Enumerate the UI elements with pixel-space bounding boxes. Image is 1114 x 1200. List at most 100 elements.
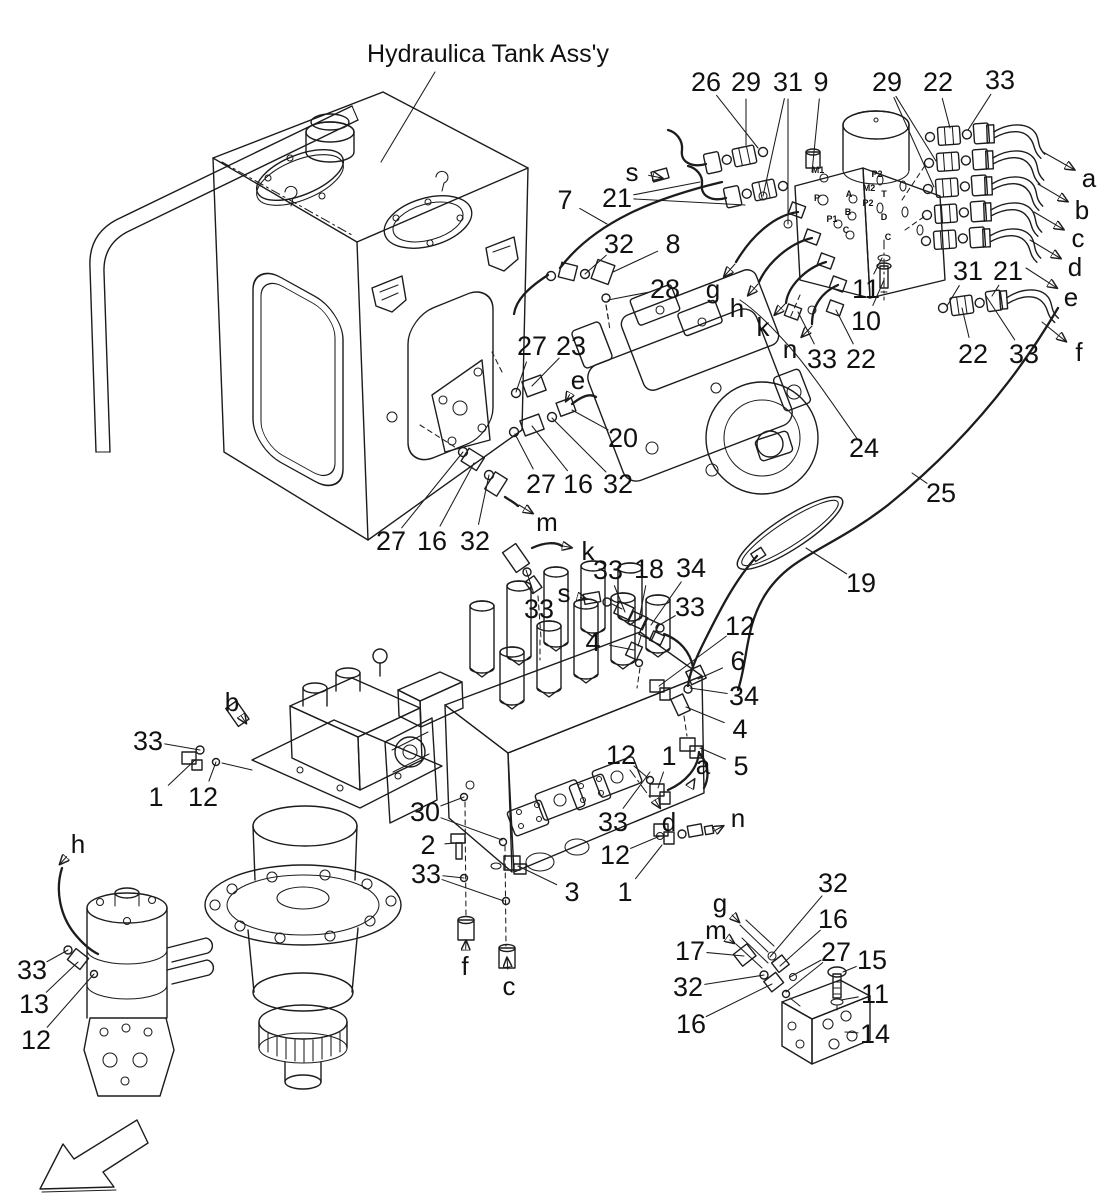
callout-label: 33 <box>411 859 441 889</box>
leader-line <box>241 716 246 723</box>
callout-label: 15 <box>857 945 887 975</box>
callout-label: 33 <box>524 594 554 624</box>
leader-line <box>941 97 951 129</box>
callout-label: n <box>731 803 745 833</box>
leader-line <box>478 474 490 525</box>
leader-line <box>514 433 534 470</box>
callout-label: c <box>503 971 516 1001</box>
leader-line <box>613 585 626 613</box>
fitting-group-8 <box>545 258 616 323</box>
callout-label: 27 <box>517 331 547 361</box>
port-label: P1 <box>826 214 837 224</box>
callout-label: 1 <box>148 782 163 812</box>
leader-line <box>515 361 527 393</box>
callout-label: 26 <box>691 67 721 97</box>
callout-label: a <box>696 750 711 780</box>
leader-line <box>607 291 649 301</box>
callout-label: 29 <box>731 67 761 97</box>
callout-label: 12 <box>188 782 218 812</box>
leader-line <box>730 940 734 943</box>
leader-line <box>440 796 465 807</box>
leader-line <box>439 462 475 527</box>
callout-label: 12 <box>21 1025 51 1055</box>
main-control-valve <box>384 560 705 873</box>
leader-line <box>612 250 659 273</box>
port-label: B <box>845 207 852 217</box>
leader-line <box>1029 239 1060 258</box>
callout-label: 25 <box>926 478 956 508</box>
diagram-title: Hydraulica Tank Ass'y <box>367 40 609 68</box>
manifold-block <box>732 919 871 1065</box>
leader-line <box>634 844 663 880</box>
leader-line <box>842 965 857 973</box>
port-label: M1 <box>812 165 825 175</box>
callout-label: f <box>1075 337 1083 367</box>
leader-line <box>1025 267 1057 288</box>
callout-label: a <box>1082 163 1097 193</box>
leader-line <box>961 307 970 338</box>
leader-line <box>1037 183 1067 201</box>
leader-line <box>705 983 773 1017</box>
callout-label: 22 <box>958 339 988 369</box>
port-label: A <box>846 189 853 199</box>
callout-label: g <box>713 888 727 918</box>
callout-label: 33 <box>593 555 623 585</box>
leader-line <box>46 973 95 1028</box>
leader-line <box>579 207 608 225</box>
leader-line <box>775 303 786 315</box>
leader-line <box>685 706 725 724</box>
callout-label: 12 <box>600 840 630 870</box>
callout-label: 16 <box>417 526 447 556</box>
port-label: C <box>885 232 892 242</box>
callout-label: 12 <box>606 740 636 770</box>
callout-label: 23 <box>556 331 586 361</box>
leader-line <box>401 451 464 529</box>
leader-line <box>805 547 848 575</box>
leader-line <box>584 254 607 275</box>
callout-label: 3 <box>564 877 579 907</box>
leader-line <box>714 826 723 831</box>
leader-line <box>638 585 647 621</box>
leader-line <box>779 929 821 967</box>
callout-label: 21 <box>602 183 632 213</box>
callout-label: b <box>1075 195 1089 225</box>
leader-line <box>633 198 746 206</box>
leader-line <box>1042 151 1074 170</box>
leader-line <box>580 597 586 599</box>
callout-label: 32 <box>460 526 490 556</box>
callout-label: e <box>1064 282 1078 312</box>
leader-line <box>985 295 1016 341</box>
callout-label: 8 <box>665 229 680 259</box>
callout-label: 33 <box>133 726 163 756</box>
leader-line <box>732 915 739 922</box>
callout-label: e <box>571 365 585 395</box>
hydraulic-tank <box>89 91 529 541</box>
callout-label: 21 <box>993 256 1023 286</box>
leader-line <box>704 974 765 985</box>
pilot-valve-block <box>794 110 946 301</box>
callout-label: s <box>558 578 571 608</box>
callout-label: 16 <box>563 469 593 499</box>
leader-line <box>699 747 726 760</box>
callout-label: 16 <box>818 904 848 934</box>
callout-label: c <box>1072 223 1085 253</box>
callout-label: m <box>536 507 558 537</box>
leader-line <box>689 687 728 695</box>
callout-label: 32 <box>818 868 848 898</box>
fitting-group-tee <box>613 600 709 790</box>
leader-line <box>444 842 457 845</box>
hydraulic-motor <box>57 866 215 1097</box>
callout-label: 27 <box>526 469 556 499</box>
port-label: P2 <box>871 169 882 179</box>
callout-label: k <box>582 536 596 566</box>
port-label: C <box>843 225 850 235</box>
callout-label: 29 <box>872 67 902 97</box>
leader-line <box>895 95 937 162</box>
callout-label: d <box>662 807 676 837</box>
swing-motor <box>181 648 464 809</box>
port-label: M2 <box>863 183 876 193</box>
leader-line <box>991 284 1000 297</box>
leader-line <box>1041 321 1066 341</box>
leader-line <box>518 505 532 513</box>
leader-line <box>811 98 820 173</box>
